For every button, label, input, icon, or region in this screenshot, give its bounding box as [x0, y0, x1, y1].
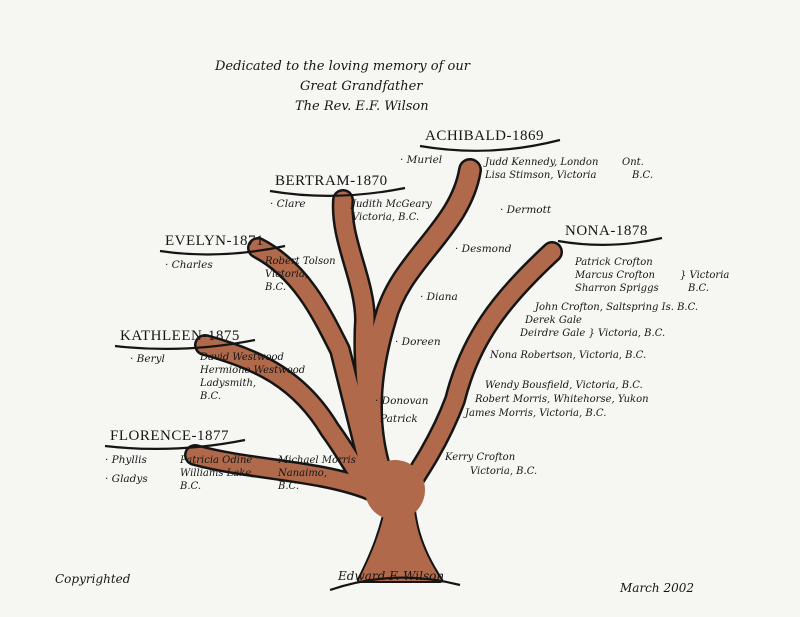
dedication-line-1: Dedicated to the loving memory of our	[214, 59, 471, 74]
child-doreen: · Doreen	[395, 336, 441, 348]
spouse-line: Ont.	[622, 157, 644, 168]
spouse-line: James Morris, Victoria, B.C.	[463, 408, 606, 419]
tree	[184, 158, 563, 583]
child-dermott: · Dermott	[500, 204, 552, 216]
child-donovan: · Donovan	[375, 395, 429, 407]
spouse-line: Wendy Bousfield, Victoria, B.C.	[485, 380, 643, 391]
spouse-line: Robert Tolson	[264, 256, 336, 267]
root-name: Edward F. Wilson	[337, 569, 444, 583]
child-clare: · Clare	[270, 198, 306, 210]
child-phyllis: · Phyllis	[105, 454, 148, 466]
spouse-line: B.C.	[179, 481, 201, 492]
spouse-line: Victoria,	[265, 269, 308, 280]
spouse-line: } Victoria	[680, 270, 729, 281]
spouse-line: Michael Morris	[277, 455, 356, 466]
name-kathleen: KATHLEEN-1875	[120, 328, 240, 344]
spouse-line: B.C.	[199, 391, 221, 402]
name-achibald: ACHIBALD-1869	[425, 128, 544, 144]
spouse-line: B.C.	[277, 481, 299, 492]
copyright-note: Copyrighted	[55, 572, 131, 586]
child-gladys: · Gladys	[105, 473, 148, 485]
spouse-line: Marcus Crofton	[574, 270, 655, 281]
spouse-line: Patrick Crofton	[574, 257, 653, 268]
spouse-line: Hermione Westwood	[199, 365, 305, 376]
spouse-line: Nanaimo,	[277, 468, 327, 479]
spouse-line: B.C.	[264, 282, 286, 293]
name-evelyn: EVELYN-1871	[165, 233, 264, 249]
spouse-line: Williams Lake,	[180, 468, 254, 479]
spouse-line: Kerry Crofton	[444, 452, 515, 463]
spouse-line: Derek Gale	[524, 315, 582, 326]
name-arcs	[104, 138, 663, 592]
spouse-line: Ladysmith,	[199, 378, 256, 389]
child-patrick: Patrick	[379, 413, 418, 425]
spouse-line: B.C.	[631, 170, 653, 181]
spouse-line: Nona Robertson, Victoria, B.C.	[489, 350, 646, 361]
spouse-line: Robert Morris, Whitehorse, Yukon	[474, 394, 649, 405]
spouse-line: Judd Kennedy, London	[483, 157, 598, 168]
spouse-line: B.C.	[687, 283, 709, 294]
name-nona: NONA-1878	[565, 223, 648, 239]
child-desmond: · Desmond	[455, 243, 512, 255]
dedication-line-3: The Rev. E.F. Wilson	[295, 99, 429, 114]
dedication-line-2: Great Grandfather	[300, 79, 423, 94]
child-charles: · Charles	[165, 259, 213, 271]
spouse-line: David Westwood	[199, 352, 284, 363]
spouse-line: John Crofton, Saltspring Is. B.C.	[533, 302, 698, 313]
child-muriel: · Muriel	[400, 154, 442, 166]
date-note: March 2002	[619, 581, 694, 595]
spouse-line: Deirdre Gale } Victoria, B.C.	[519, 328, 665, 339]
spouse-line: Patricia Odine	[179, 455, 252, 466]
spouse-line: Lisa Stimson, Victoria	[484, 170, 596, 181]
name-florence: FLORENCE-1877	[110, 428, 229, 444]
spouse-line: Victoria, B.C.	[470, 466, 537, 477]
spouse-line: Sharron Spriggs	[575, 283, 659, 294]
spouse-line: Victoria, B.C.	[352, 212, 419, 223]
name-bertram: BERTRAM-1870	[275, 173, 388, 189]
child-beryl: · Beryl	[130, 353, 165, 365]
child-diana: · Diana	[420, 291, 458, 303]
spouse-line: Judith McGeary	[350, 199, 432, 210]
